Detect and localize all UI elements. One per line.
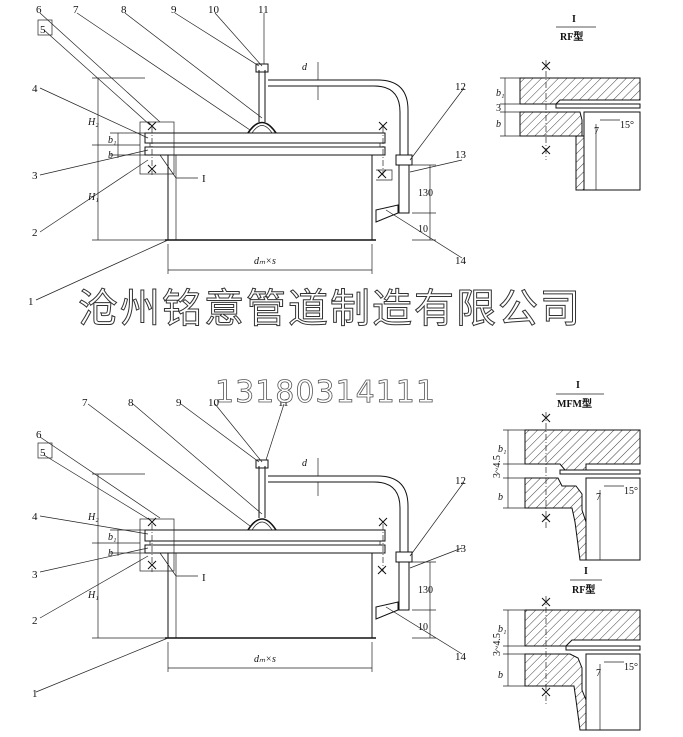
top-detail-rf: I RF型 b₁ 3 b 7 15° [496,14,641,191]
top-callout-7: 7 [73,4,79,16]
top-detail-type: RF型 [560,30,583,43]
bottom-dim-130: 130 [418,585,433,596]
bottom-dim-10: 10 [418,622,428,633]
bottom-callout-10: 10 [208,397,220,409]
bottom-detail-rf: I RF型 b₁ 3~4.5 b 7 15° [492,566,641,731]
rf-detail-gap: 3~4.5 [492,633,503,656]
bottom-callout-5: 5 [40,447,46,459]
bottom-callout-13: 13 [455,543,467,555]
top-detail-ref: I [202,173,206,185]
watermark-company: 沧州铭意管道制造有限公司 [78,286,582,332]
top-dim-h2: H₂ [87,117,99,128]
rf-detail-type: RF型 [572,583,595,596]
bottom-detail-ref: I [202,572,206,584]
top-callout-1: 1 [28,296,34,308]
top-dim-b: b [108,150,113,161]
mfm-detail-type: MFM型 [557,397,592,410]
top-lower-flange [144,146,386,156]
bottom-dim-d: d [302,458,308,469]
top-callout-3: 3 [32,170,38,182]
bottom-callout-11: 11 [278,397,289,409]
mfm-detail-title: I [576,380,580,391]
top-dim-dw: dₘ×s [254,256,276,267]
top-dim-130: 130 [418,188,433,199]
bottom-dim-h1: H₁ [87,590,99,601]
top-dim-10: 10 [418,224,428,235]
mfm-detail-b1: b₁ [498,444,506,455]
bottom-detail-mfm: I MFM型 b₁ 3~4.5 b 7 15° [492,380,641,561]
top-callout-14: 14 [455,255,467,267]
rf-detail-b1: b₁ [498,624,506,635]
top-hinge-pin [398,164,410,214]
top-callout-8: 8 [121,4,127,16]
rf-detail-angle: 15° [624,662,638,673]
bottom-callout-3: 3 [32,569,38,581]
bottom-main-view: d H₂ H₁ b₁ b dₘ×s 130 10 1 2 3 4 [32,397,467,700]
top-callout-2: 2 [32,227,38,239]
top-detail-b: b [496,119,501,130]
top-callout-12: 12 [455,81,466,93]
mfm-detail-gap: 3~4.5 [492,455,503,478]
top-callout-5: 5 [40,24,46,36]
top-callout-9: 9 [171,4,177,16]
top-detail-title: I [572,14,576,25]
bottom-callout-2: 2 [32,615,38,627]
top-callout-4: 4 [32,83,38,95]
top-dim-h1: H₁ [87,192,99,203]
mfm-detail-7: 7 [596,492,601,503]
top-callout-11: 11 [258,4,269,16]
watermark-phone: 13180314111 [215,375,436,410]
mfm-detail-angle: 15° [624,486,638,497]
bottom-callout-7: 7 [82,397,88,409]
top-neck-shell [167,154,373,241]
top-dim-d: d [302,62,308,73]
top-detail-box [139,121,175,175]
bottom-callout-4: 4 [32,511,38,523]
bottom-callout-14: 14 [455,651,467,663]
top-callout-10: 10 [208,4,220,16]
top-hinge-arm [268,79,409,155]
rf-detail-7: 7 [596,668,601,679]
rf-detail-title: I [584,566,588,577]
top-callout-13: 13 [455,149,467,161]
bottom-dim-b: b [108,548,113,559]
bottom-callout-6: 6 [36,429,42,441]
top-blind-cover [144,132,386,144]
top-handle [247,121,277,134]
top-detail-7: 7 [594,126,599,137]
top-detail-3: 3 [496,103,501,114]
bottom-callout-12: 12 [455,475,466,487]
bottom-dim-h2: H₂ [87,512,99,523]
bottom-dim-dw: dₘ×s [254,654,276,665]
top-main-view: d H₂ H₁ b₁ b dₘ×s 130 10 1 2 [28,4,467,308]
bottom-dim-b1: b₁ [108,532,116,543]
top-callout-6: 6 [36,4,42,16]
top-dim-b1: b₁ [108,135,116,146]
mfm-detail-b: b [498,492,503,503]
bottom-callout-8: 8 [128,397,134,409]
top-detail-angle: 15° [620,120,634,131]
rf-detail-b: b [498,670,503,681]
bottom-callout-1: 1 [32,688,38,700]
top-detail-b1: b₁ [496,88,504,99]
bottom-callout-9: 9 [176,397,182,409]
